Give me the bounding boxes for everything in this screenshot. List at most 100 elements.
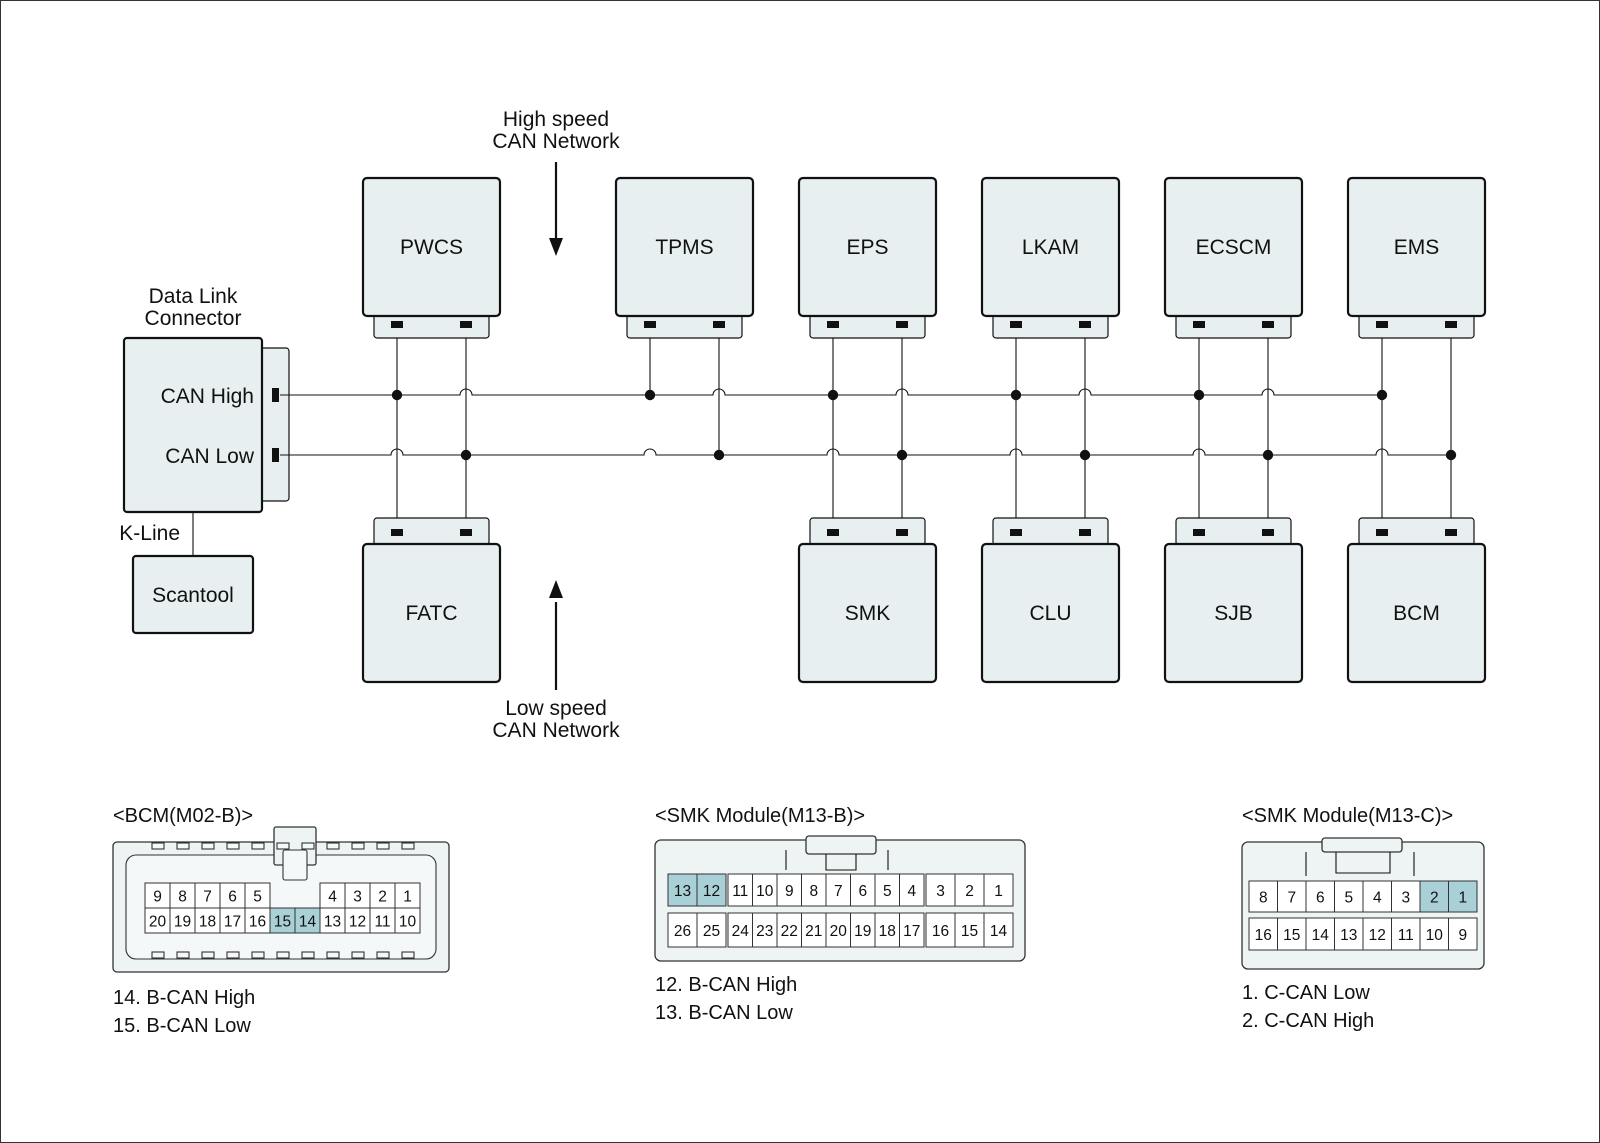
pin-number: 7 <box>834 883 843 900</box>
bcm-housing-tab <box>351 842 365 850</box>
module-pin-low <box>896 529 908 536</box>
bcm-housing-tab <box>201 951 215 959</box>
pin-cell <box>1305 917 1335 951</box>
pin-cell <box>801 912 827 948</box>
bcm-housing-tab <box>276 951 290 959</box>
smk-c-connector-key <box>1321 837 1403 853</box>
can-low-junction-dot <box>896 449 908 461</box>
pin-cell <box>1419 880 1449 913</box>
smk-c-connector-title: <SMK Module(M13-C)> <box>1242 805 1453 827</box>
pin-cell <box>269 907 296 934</box>
can-high-junction-dot <box>391 389 403 401</box>
module-label: LKAM <box>1022 236 1079 259</box>
module-pin-high <box>1010 321 1022 328</box>
module-pin-low <box>1262 321 1274 328</box>
pin-number: 3 <box>936 883 945 900</box>
module-label: FATC <box>405 602 457 625</box>
module-pin-high <box>827 529 839 536</box>
module-fatc: FATC <box>361 517 502 684</box>
pin-cell <box>874 912 900 948</box>
module-pin-high <box>1010 529 1022 536</box>
module-label: SMK <box>845 602 891 625</box>
bcm-housing-tab <box>151 842 165 850</box>
pin-cell <box>1305 880 1335 913</box>
module-box <box>361 176 502 318</box>
can-high-junction-dot <box>1010 389 1022 401</box>
pin-cell <box>194 907 221 934</box>
high-speed-arrow-head <box>549 238 563 256</box>
pin-number: 5 <box>1344 890 1353 907</box>
dlc-title-line1: Data Link <box>149 285 238 308</box>
pin-number: 2 <box>378 889 387 906</box>
can-low-junction-dot <box>1079 449 1091 461</box>
module-box <box>797 176 938 318</box>
pin-number: 15 <box>961 923 978 940</box>
module-pin-low <box>460 321 472 328</box>
smk-b-legend-line2: 13. B-CAN Low <box>655 1002 793 1024</box>
pin-number: 10 <box>756 883 774 900</box>
pin-number: 1 <box>994 883 1003 900</box>
pin-cell <box>983 912 1014 948</box>
bcm-legend-line2: 15. B-CAN Low <box>113 1015 251 1037</box>
pin-number: 12 <box>349 914 366 931</box>
module-bcm: BCM <box>1346 517 1487 684</box>
pin-cell <box>319 882 346 909</box>
pin-number: 16 <box>249 914 266 931</box>
bcm-housing-tab <box>401 951 415 959</box>
can-low-junction-dot <box>460 449 472 461</box>
can-high-junction-dot <box>1376 389 1388 401</box>
bcm-housing-tab <box>176 951 190 959</box>
module-box <box>614 176 755 318</box>
pin-number: 11 <box>374 914 390 931</box>
pin-cell <box>294 907 321 934</box>
module-label: PWCS <box>400 236 463 259</box>
module-pin-low <box>713 321 725 328</box>
module-clu: CLU <box>980 517 1121 684</box>
module-pin-high <box>391 529 403 536</box>
dlc-can-low-pin <box>272 448 279 462</box>
can-bus <box>280 330 1457 532</box>
pin-cell <box>925 873 956 907</box>
bcm-housing-tab <box>251 951 265 959</box>
bcm-connector-title: <BCM(M02-B)> <box>113 805 253 827</box>
bcm-housing-tab <box>401 842 415 850</box>
pin-number: 21 <box>805 923 822 940</box>
bcm-legend-line1: 14. B-CAN High <box>113 987 255 1009</box>
pin-number: 6 <box>1316 890 1325 907</box>
pin-number: 13 <box>324 914 341 931</box>
pin-cell <box>1448 917 1478 951</box>
pin-cell <box>169 907 196 934</box>
pin-cell <box>752 912 778 948</box>
pin-number: 9 <box>153 889 162 906</box>
pin-cell <box>899 873 925 907</box>
bcm-housing-tab <box>251 842 265 850</box>
bcm-housing-tab <box>276 842 290 850</box>
module-eps: EPS <box>797 176 938 339</box>
pin-number: 15 <box>274 914 291 931</box>
module-pin-high <box>1193 321 1205 328</box>
bcm-connector-latch-inner <box>282 849 308 881</box>
pin-cell <box>319 907 346 934</box>
pin-number: 11 <box>732 883 748 900</box>
pin-number: 24 <box>732 923 750 940</box>
pin-cell <box>696 912 727 948</box>
pin-number: 26 <box>674 923 691 940</box>
pin-number: 5 <box>253 889 262 906</box>
bcm-housing-tab <box>201 842 215 850</box>
pin-number: 14 <box>990 923 1008 940</box>
pin-number: 13 <box>1340 927 1357 944</box>
pin-number: 14 <box>299 914 317 931</box>
low-speed-network-label: CAN Network <box>492 719 620 742</box>
pin-cell <box>874 873 900 907</box>
module-box <box>1163 542 1304 684</box>
module-pin-high <box>644 321 656 328</box>
module-pin-low <box>1262 529 1274 536</box>
pin-number: 5 <box>883 883 892 900</box>
smk-c-legend-line2: 2. C-CAN High <box>1242 1010 1374 1032</box>
bcm-housing-tab <box>226 951 240 959</box>
pin-number: 8 <box>809 883 818 900</box>
module-pin-high <box>827 321 839 328</box>
